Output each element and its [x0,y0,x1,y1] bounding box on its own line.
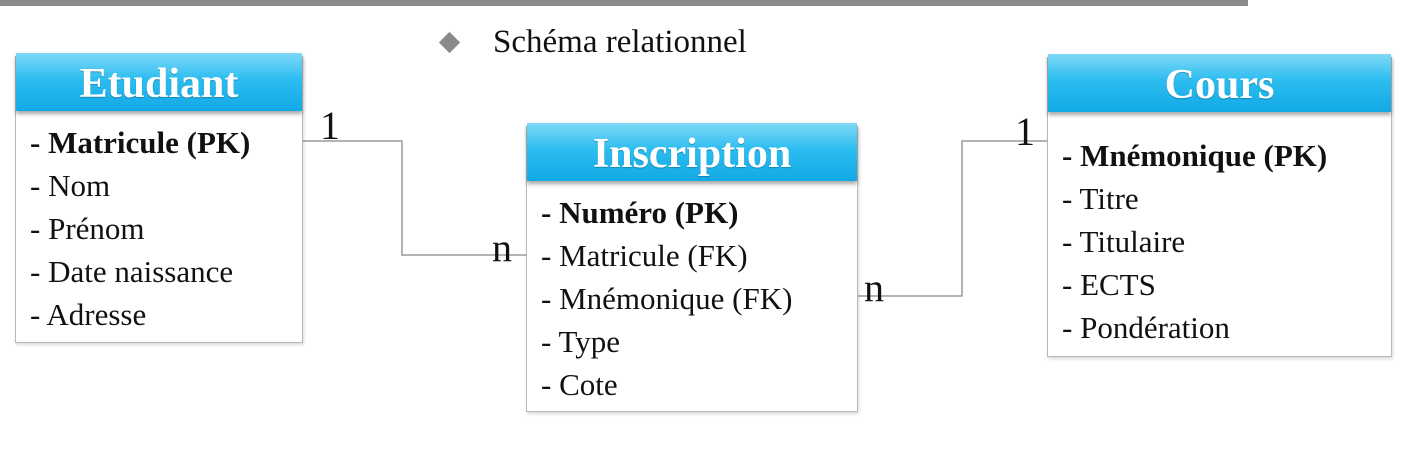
attribute-mnemonique-fk: - Mnémonique (FK) [541,281,793,316]
connector-cours-inscription [858,140,1075,297]
attribute-cote: - Cote [541,367,618,402]
attribute-prenom: - Prénom [30,211,145,246]
attribute-titulaire: - Titulaire [1062,224,1186,259]
entity-etudiant: Etudiant - Matricule (PK) - Nom - Prénom… [15,53,303,343]
entity-cours-title: Cours [1048,54,1391,112]
attribute-adresse: - Adresse [30,297,147,332]
entity-inscription-attributes: - Numéro (PK) - Matricule (FK) - Mnémoni… [541,191,792,406]
attribute-type: - Type [541,324,621,359]
attribute-ponderation: - Pondération [1062,310,1230,345]
cardinality-cours-one: 1 [1015,109,1035,154]
attribute-numero-pk: - Numéro (PK) [541,195,739,230]
attribute-ects: - ECTS [1062,267,1156,302]
attribute-matricule-pk: - Matricule (PK) [30,125,251,160]
attribute-mnemonique-pk: - Mnémonique (PK) [1062,138,1328,173]
attribute-titre: - Titre [1062,181,1139,216]
entity-inscription-title: Inscription [527,123,857,181]
connector-etudiant-inscription [284,140,540,256]
entity-etudiant-title: Etudiant [16,53,302,111]
entity-inscription: Inscription - Numéro (PK) - Matricule (F… [526,123,858,412]
cardinality-inscription-many-right: n [864,265,884,310]
attribute-date-naissance: - Date naissance [30,254,234,289]
entity-cours-attributes: - Mnémonique (PK) - Titre - Titulaire - … [1062,134,1327,349]
top-rule [0,0,1248,6]
entity-cours: Cours - Mnémonique (PK) - Titre - Titula… [1047,54,1392,357]
heading-text: Schéma relationnel [493,23,747,60]
attribute-matricule-fk: - Matricule (FK) [541,238,748,273]
entity-etudiant-attributes: - Matricule (PK) - Nom - Prénom - Date n… [30,121,250,336]
cardinality-inscription-many-left: n [492,225,512,270]
cardinality-etudiant-one: 1 [320,103,340,148]
attribute-nom: - Nom [30,168,111,203]
slide-heading: Schéma relationnel [438,18,747,66]
